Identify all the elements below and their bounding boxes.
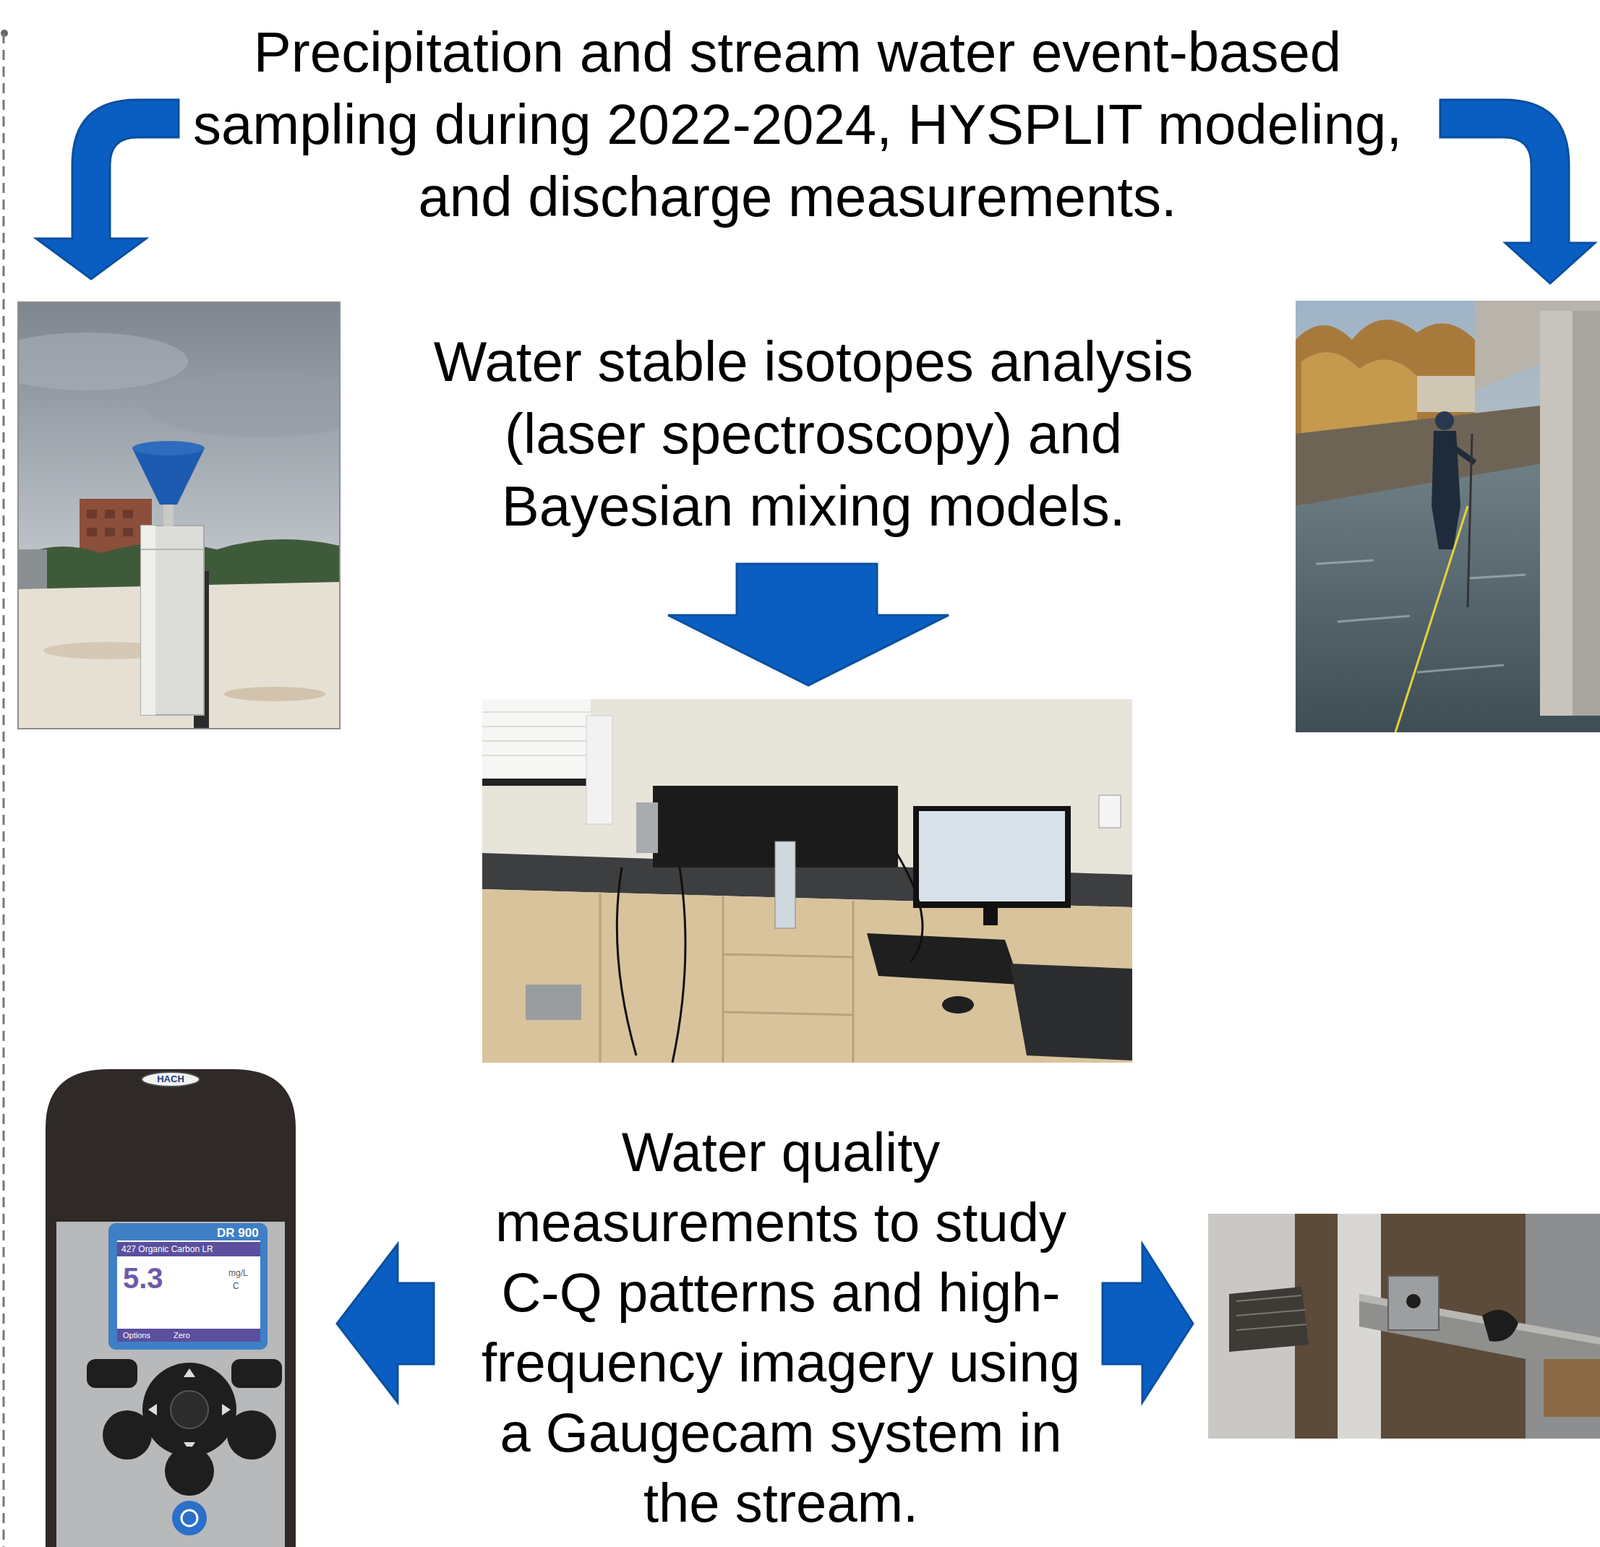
dashed-margin [0,29,8,1547]
rain-collector-photo [18,302,340,729]
device-model: DR 900 [216,1226,265,1240]
colorimeter-device [45,1069,296,1547]
photo-frame [18,302,340,729]
gaugecam-photo [1208,1213,1600,1439]
step-text: Water stable isotopes analysis (laser sp… [386,325,1240,543]
screen-unit: mg/L [228,1268,259,1279]
softkey-label: Options [122,1330,167,1341]
step-text: Water quality measurements to study C-Q … [469,1117,1092,1538]
header-text: Precipitation and stream water event-bas… [190,15,1405,233]
brand-logo: HACH [141,1073,200,1086]
screen-reading: 5.3 [122,1262,188,1295]
softkey-label: Zero [173,1330,210,1341]
screen-header: 427 Organic Carbon LR [121,1243,259,1256]
lab-photo [482,699,1133,1063]
stream-measurement-photo [1295,300,1600,733]
screen-unit: C [232,1281,248,1292]
